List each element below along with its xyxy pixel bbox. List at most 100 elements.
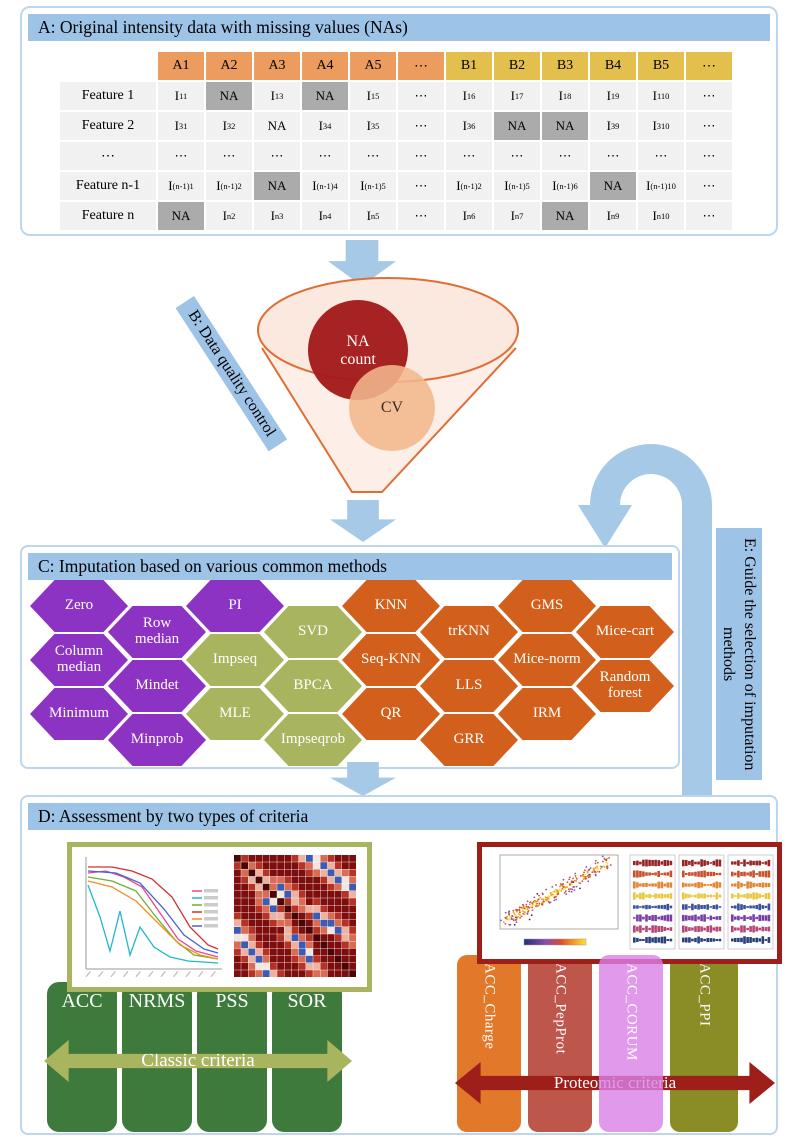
table-cell: I(n-1)6 [542,172,588,200]
criterion-column-acc-corum: ACC_CORUM [599,955,663,1132]
table-cell: I(n-1)4 [302,172,348,200]
row-label: Feature n [60,202,156,230]
method-hex-lls: LLS [420,660,518,712]
criterion-column-acc-charge: ACC_Charge [457,955,521,1132]
panel-e-label: E: Guide the selection of imputation met… [716,528,762,780]
table-cell: I(n-1)2 [446,172,492,200]
heatmap-svg [230,851,362,983]
table-cell-na: NA [590,172,636,200]
method-hex-knn: KNN [342,580,440,632]
table-cell: ⋯ [686,142,732,170]
line-chart-thumbnail [76,851,226,988]
table-cell: ⋯ [686,202,732,230]
column-header-11: ⋯ [686,52,732,80]
method-hex-bpca: BPCA [264,660,362,712]
table-cell: I(n-1)2 [206,172,252,200]
table-cell: ⋯ [398,142,444,170]
panel-d-title: D: Assessment by two types of criteria [28,803,770,830]
table-cell-na: NA [542,202,588,230]
line-chart-svg [76,851,226,983]
criterion-column-acc-pepprot: ACC_PepProt [528,955,592,1132]
scatter-plot-thumbnail [486,851,624,960]
table-cell: ⋯ [206,142,252,170]
table-cell-na: NA [206,82,252,110]
column-header-2: A3 [254,52,300,80]
method-hex-minimum: Minimum [30,688,128,740]
table-cell: ⋯ [398,202,444,230]
method-hex-row-median: Row median [108,606,206,658]
column-header-1: A2 [206,52,252,80]
method-hex-zero: Zero [30,580,128,632]
method-hex-trknn: trKNN [420,606,518,658]
method-hex-impseqrob: Impseqrob [264,714,362,766]
table-cell: ⋯ [686,82,732,110]
table-cell: ⋯ [494,142,540,170]
method-hex-impseq: Impseq [186,634,284,686]
table-cell-na: NA [494,112,540,140]
method-hex-qr: QR [342,688,440,740]
criterion-label: ACC_CORUM [623,963,640,1061]
table-cell: ⋯ [686,112,732,140]
method-hex-random-forest: Random forest [576,660,674,712]
scatter-svg [486,851,624,955]
table-cell: I(n-1)5 [494,172,540,200]
violin-svg [628,851,774,955]
column-header-7: B2 [494,52,540,80]
na-count-label: NA count [340,333,376,368]
column-header-4: A5 [350,52,396,80]
quality-control-funnel [257,277,519,493]
method-hex-mindet: Mindet [108,660,206,712]
panel-c: C: Imputation based on various common me… [20,545,680,769]
method-hex-seq-knn: Seq-KNN [342,634,440,686]
row-label: Feature n-1 [60,172,156,200]
row-label: ⋯ [60,142,156,170]
column-header-9: B4 [590,52,636,80]
classic-criteria-arrow-label: Classic criteria [141,1050,255,1071]
table-cell: ⋯ [350,142,396,170]
column-header-8: B3 [542,52,588,80]
panel-a: A: Original intensity data with missing … [20,6,778,236]
method-hex-mle: MLE [186,688,284,740]
table-cell: ⋯ [398,112,444,140]
method-hex-mice-cart: Mice-cart [576,606,674,658]
method-hex-svd: SVD [264,606,362,658]
cv-circle [349,365,435,451]
criterion-column-acc-ppi: ACC_PPI [670,955,738,1132]
table-cell: ⋯ [686,172,732,200]
table-cell-na: NA [254,172,300,200]
method-hex-column-median: Column median [30,634,128,686]
method-hex-irm: IRM [498,688,596,740]
table-cell: I(n-1)10 [638,172,684,200]
method-hex-mice-norm: Mice-norm [498,634,596,686]
method-hex-gms: GMS [498,580,596,632]
selection-guide-arrow [578,444,712,795]
table-cell-na: NA [302,82,348,110]
proteomic-criteria-charts-box [477,842,782,964]
classic-criteria-charts-box [67,842,372,992]
method-hex-grr: GRR [420,714,518,766]
cv-label: CV [380,399,404,416]
column-header-6: B1 [446,52,492,80]
panel-d: D: Assessment by two types of criteria C… [20,795,782,1135]
column-header-0: A1 [158,52,204,80]
table-corner [60,52,156,80]
table-cell: ⋯ [158,142,204,170]
panel-a-title: A: Original intensity data with missing … [28,14,770,41]
row-label: Feature 2 [60,112,156,140]
row-label: Feature 1 [60,82,156,110]
